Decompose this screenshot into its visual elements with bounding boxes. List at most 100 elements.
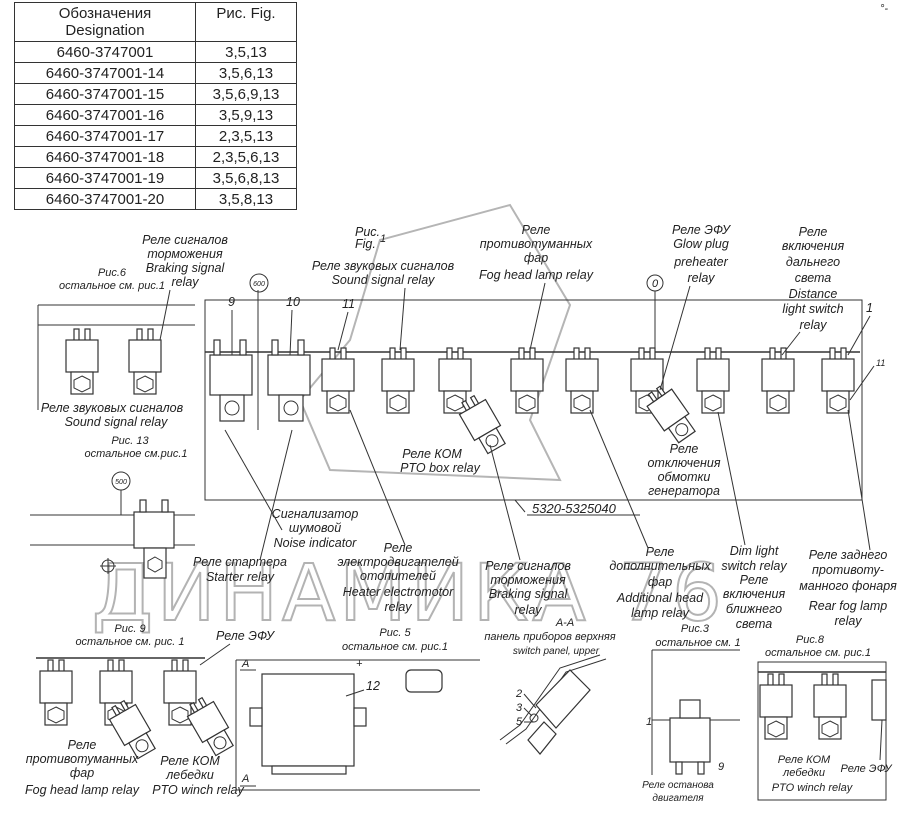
svg-text:света: света: [795, 271, 832, 285]
fig6-caption-title: Рис.6: [98, 267, 127, 279]
relay-distance: [761, 347, 795, 414]
fig3-caption-sub: остальное см. 1: [655, 637, 740, 649]
svg-text:relay: relay: [171, 275, 199, 289]
fig-cell: 2,3,5,6,13: [195, 146, 297, 168]
svg-text:preheater: preheater: [673, 255, 728, 269]
fig5-num-12: 12: [366, 679, 380, 693]
relay-pto-box: [454, 391, 511, 457]
svg-text:relay: relay: [384, 600, 412, 614]
fig13-panel: Рис. 13 остальное см.рис.1 500: [30, 435, 195, 579]
relay-sound-2: [381, 347, 415, 414]
designation-header-ru: Обозначения: [58, 5, 152, 22]
fig-cell: 3,5,13: [195, 41, 297, 63]
fig6-sound-label-en: Sound signal relay: [65, 415, 169, 429]
fig3-stop-2: двигателя: [652, 793, 704, 804]
relay-additional: [565, 347, 599, 414]
callout-600: 600: [249, 273, 269, 293]
fig6-relay-2: [128, 328, 162, 395]
fig3-panel: Рис.3 остальное см. 1 1 9 Реле останова …: [642, 623, 741, 804]
svg-text:lamp relay: lamp relay: [631, 606, 689, 620]
fig9-fog-label-1: Реле: [68, 738, 97, 752]
dim-label: Dim light switch relay Реле включения бл…: [721, 544, 787, 631]
svg-text:Реле: Реле: [522, 223, 551, 237]
fig8-caption-sub: остальное см. рис.1: [765, 647, 871, 659]
section-aa-title: А-А: [555, 617, 574, 629]
section-aa-n5: 5: [516, 716, 523, 728]
section-aa-ru: панель приборов верхняя: [484, 631, 615, 643]
fig5-mark-a-bottom: A: [241, 773, 249, 785]
fig9-caption-title: Рис. 9: [114, 623, 145, 635]
designation-cell: 6460-3747001-20: [14, 188, 196, 210]
fig9-pto-label-3: PTO winch relay: [152, 783, 244, 797]
callout-500: 500: [115, 479, 127, 486]
fig6-relay-1: [65, 328, 99, 395]
fig1-panel: 600 0 9 10 11 1 11 Рис. Fig. 1 5320-5325…: [204, 225, 885, 516]
svg-text:Starter relay: Starter relay: [206, 570, 275, 584]
fig9-pto-label-1: Реле КОМ: [160, 754, 220, 768]
designation-cell: 6460-3747001-16: [14, 104, 196, 126]
fig5-panel: Рис. 5 остальное см. рис.1 A A + 12: [235, 627, 480, 791]
fig1-caption-num: 1: [380, 233, 386, 245]
designation-header-en: Designation: [65, 22, 145, 39]
svg-text:фар: фар: [524, 251, 548, 265]
relay-dim: [696, 347, 730, 414]
svg-text:Additional head: Additional head: [616, 591, 704, 605]
fig9-fog-label-3: фар: [70, 766, 94, 780]
svg-text:дальнего: дальнего: [786, 255, 840, 269]
svg-text:PTO box relay: PTO box relay: [400, 461, 480, 475]
relay-fog: [510, 347, 544, 414]
label-num-10: 10: [286, 295, 300, 309]
fig8-panel: Рис.8 остальное см. рис.1 Реле КОМ лебед…: [757, 634, 892, 801]
svg-text:противотуманных: противотуманных: [480, 237, 593, 251]
watermark-text: ДИНАМИКА 76: [92, 549, 726, 639]
fig5-block: [261, 673, 355, 767]
fig5-caption-title: Рис. 5: [379, 627, 411, 639]
svg-text:Sound signal relay: Sound signal relay: [332, 273, 436, 287]
fig6-panel: Рис.6 остальное см. рис.1 Реле звуковых …: [37, 267, 195, 429]
designation-cell: 6460-3747001-17: [14, 125, 196, 147]
fig9-relay-tilt-2: [182, 693, 239, 759]
svg-text:отключения: отключения: [647, 456, 720, 470]
fig1-caption-ric: Рис.: [355, 225, 380, 239]
svg-text:Dim light: Dim light: [730, 544, 779, 558]
svg-text:генератора: генератора: [648, 484, 720, 498]
fig8-pto-label-1: Реле КОМ: [778, 754, 831, 766]
svg-text:relay: relay: [799, 318, 827, 332]
fig8-pto-label-3: PTO winch relay: [772, 782, 854, 794]
braking-bottom-label: Реле сигналов торможения Braking signal …: [485, 559, 571, 617]
fig9-fog-label-4: Fog head lamp relay: [25, 783, 140, 797]
fig3-n1: 1: [646, 716, 652, 728]
section-aa-n2: 2: [515, 688, 522, 700]
svg-text:light switch: light switch: [782, 302, 843, 316]
svg-text:Реле ЭФУ: Реле ЭФУ: [672, 223, 732, 237]
glow-top-label: Реле ЭФУ Glow plug preheater relay: [672, 223, 732, 285]
svg-text:торможения: торможения: [147, 247, 223, 261]
svg-text:отопителей: отопителей: [360, 569, 436, 583]
svg-text:торможения: торможения: [490, 573, 566, 587]
fig13-caption-title: Рис. 13: [111, 435, 149, 447]
svg-text:Heater electromotor: Heater electromotor: [343, 585, 454, 599]
fig9-efu-label: Реле ЭФУ: [216, 629, 276, 643]
fig8-efu-label: Реле ЭФУ: [840, 763, 892, 775]
fig5-plus: +: [356, 658, 363, 670]
starter-label: Реле стартера Starter relay: [193, 555, 287, 584]
fig-cell: 3,5,9,13: [195, 104, 297, 126]
label-num-1: 1: [866, 301, 873, 315]
svg-text:relay: relay: [514, 603, 542, 617]
svg-text:Реле: Реле: [740, 573, 769, 587]
gen-off-label: Реле отключения обмотки генератора: [647, 442, 720, 498]
rear-fog-label: Реле заднего противоту- манного фонаря R…: [799, 548, 897, 628]
fig-cell: 3,5,6,13: [195, 62, 297, 84]
additional-label: Реле дополнительных фар Additional head …: [609, 545, 711, 620]
svg-text:Реле: Реле: [670, 442, 699, 456]
fig6-sound-label: Реле звуковых сигналов: [41, 401, 184, 415]
svg-text:света: света: [736, 617, 773, 631]
svg-text:Distance: Distance: [789, 287, 838, 301]
svg-text:0: 0: [652, 278, 659, 290]
designation-cell: 6460-3747001-14: [14, 62, 196, 84]
svg-text:Glow plug: Glow plug: [673, 237, 729, 251]
svg-text:Реле сигналов: Реле сигналов: [485, 559, 571, 573]
